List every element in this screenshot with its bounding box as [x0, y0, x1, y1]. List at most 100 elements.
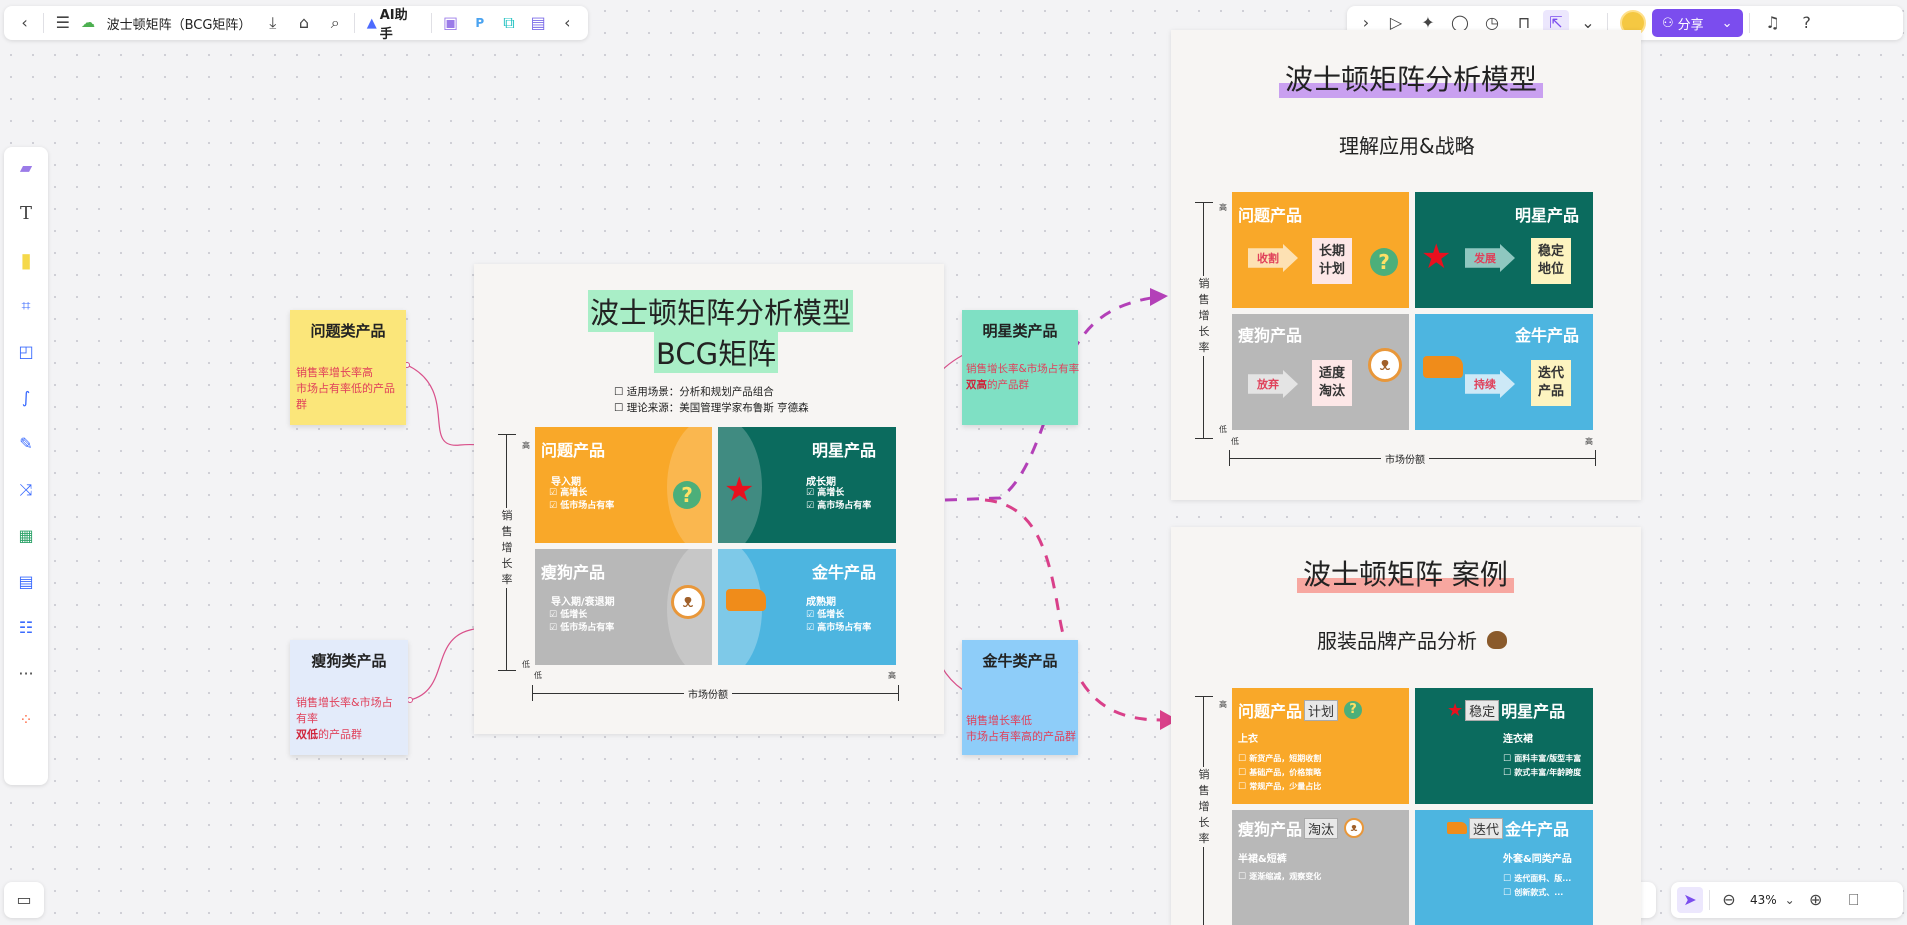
- list-item: 低增长: [806, 609, 871, 622]
- quadrant-dog[interactable]: 瘦狗产品 放弃 适度淘汰 ᴥ: [1232, 314, 1409, 430]
- comment-icon[interactable]: ◯: [1451, 13, 1469, 32]
- list-item: 新货产品，短期收割: [1238, 752, 1321, 766]
- collapse-icon[interactable]: ‹: [564, 13, 571, 32]
- mindmap-icon[interactable]: ⤨: [19, 480, 33, 499]
- quadrant-star[interactable]: ★ 稳定 明星产品 连衣裙 面料丰富/版型丰富 款式丰富/年龄跨度: [1415, 688, 1593, 804]
- minimap-icon: ▭: [16, 890, 32, 909]
- zoom-in-icon[interactable]: ⊕: [1808, 890, 1823, 909]
- shape-icon[interactable]: ◰: [18, 342, 34, 361]
- strategy-box: 适度淘汰: [1312, 360, 1352, 406]
- quadrant-stage: 导入期: [551, 477, 581, 488]
- case-title: 波士顿矩阵 案例: [1297, 553, 1514, 593]
- check-item-2: 理论来源：美国管理学家布鲁斯 亨德森: [614, 400, 809, 416]
- bell-icon[interactable]: ♫: [1765, 13, 1780, 32]
- help-icon[interactable]: ?: [1802, 13, 1811, 32]
- list-icon[interactable]: ☷: [18, 618, 34, 637]
- sticky-line: 销售率增长率高: [296, 366, 373, 379]
- question-icon: ?: [673, 481, 701, 509]
- expand-icon[interactable]: ›: [1362, 13, 1370, 32]
- main-title-1: 波士顿矩阵分析模型: [588, 290, 854, 332]
- quadrant-list: 逐渐缩减，观察变化: [1238, 870, 1321, 884]
- quadrant-dog[interactable]: 瘦狗产品 导入期/衰退期 低增长 低市场占有率 ᴥ: [535, 549, 712, 665]
- sticky-bold: 双高: [966, 379, 987, 391]
- search-icon[interactable]: ⌕: [330, 13, 340, 32]
- sticky-note-icon[interactable]: ▮: [20, 248, 32, 272]
- list-item: 高增长: [549, 487, 614, 500]
- case-card[interactable]: 波士顿矩阵 案例 服装品牌产品分析 销售增长率 高 问题产品 计划 ? 上衣 新…: [1171, 527, 1641, 925]
- menu-icon[interactable]: ☰: [55, 13, 70, 32]
- sticky-question-products[interactable]: 问题类产品 销售率增长率高 市场占有率低的产品群: [290, 310, 406, 425]
- quadrant-question[interactable]: 问题产品 计划 ? 上衣 新货产品，短期收割 基础产品，价格策略 常规产品，少量…: [1232, 688, 1409, 804]
- quadrant-question[interactable]: 问题产品 收割 长期计划 ?: [1232, 192, 1409, 308]
- x-axis-cap-right: [898, 685, 899, 701]
- p-plugin-icon[interactable]: P: [475, 16, 485, 30]
- quadrant-title: 金牛产品: [1514, 326, 1579, 345]
- comment-plugin-icon[interactable]: ▤: [530, 13, 546, 32]
- minimap-toggle[interactable]: ▭: [4, 882, 44, 918]
- sticky-dog-products[interactable]: 瘦狗类产品 销售增长率&市场占有率 双低的产品群: [290, 640, 408, 755]
- text-tool-icon[interactable]: T: [19, 203, 32, 224]
- quadrant-star[interactable]: 明星产品 成长期 高增长 高市场占有率 ★: [718, 427, 896, 543]
- list-item: 逐渐缩减，观察变化: [1238, 870, 1321, 884]
- play-icon[interactable]: ▷: [1389, 13, 1403, 32]
- strategy-card[interactable]: 波士顿矩阵分析模型 理解应用&战略 销售增长率 高 低 低 高 市场份额 问题产…: [1171, 30, 1641, 500]
- question-icon: ?: [1370, 248, 1398, 276]
- sticky-text: 销售增长率&市场占有率 双低的产品群: [290, 695, 408, 743]
- quadrant-title: 瘦狗产品: [1238, 820, 1303, 839]
- zoom-bar: ➤ ⊖ 43% ⌄ ⊕ ⎕: [1671, 882, 1903, 918]
- y-axis-label: 销售增长率: [500, 508, 514, 588]
- more-icon[interactable]: ···: [18, 664, 34, 683]
- pen-icon[interactable]: ✎: [19, 434, 33, 453]
- select-cursor-icon[interactable]: ➤: [1677, 887, 1703, 913]
- zoom-out-icon[interactable]: ⊖: [1722, 890, 1736, 909]
- y-high-label: 高: [1219, 700, 1227, 709]
- more-down-icon[interactable]: ⌄: [1581, 13, 1595, 32]
- quadrant-dog[interactable]: 瘦狗产品 淘汰 ᴥ 半裙&短裤 逐渐缩减，观察变化: [1232, 810, 1409, 925]
- quadrant-question[interactable]: 问题产品 导入期 高增长 低市场占有率 ?: [535, 427, 712, 543]
- quadrant-title: 问题产品: [541, 441, 606, 460]
- list-item: 常规产品，少量占比: [1238, 780, 1321, 794]
- x-axis-cap-left: [532, 685, 533, 701]
- celebrate-icon[interactable]: ✦: [1421, 13, 1435, 32]
- x-axis-cap-right: [1595, 450, 1596, 466]
- action-arrow: 持续: [1465, 370, 1515, 398]
- timer-icon[interactable]: ◷: [1485, 13, 1499, 32]
- ai-assistant-button[interactable]: ▲ AI助手: [367, 4, 419, 42]
- tag-icon[interactable]: ⌂: [298, 13, 310, 32]
- flow-plugin-icon[interactable]: ⧉: [503, 13, 515, 32]
- zoom-level[interactable]: 43%: [1750, 893, 1777, 907]
- chestnut-icon: [1487, 630, 1507, 649]
- strategy-box: 稳定地位: [1531, 238, 1571, 284]
- main-bcg-card[interactable]: 波士顿矩阵分析模型 BCG矩阵 适用场景：分析和规划产品组合 理论来源：美国管理…: [474, 264, 944, 734]
- vote-icon[interactable]: ⊓: [1517, 13, 1531, 32]
- download-icon[interactable]: ⤓: [269, 13, 277, 32]
- table-icon[interactable]: ▦: [18, 526, 34, 545]
- action-label: 发展: [1474, 252, 1496, 265]
- share-dropdown-icon[interactable]: ⌄: [1721, 15, 1733, 31]
- sticky-star-products[interactable]: 明星类产品 销售增长率&市场占有率 双高的产品群: [962, 310, 1079, 425]
- zoom-dropdown-icon[interactable]: ⌄: [1784, 893, 1795, 907]
- quadrant-cow[interactable]: 金牛产品 成熟期 低增长 高市场占有率: [718, 549, 896, 665]
- quadrant-list: 低增长 低市场占有率: [549, 609, 614, 635]
- quadrant-cow[interactable]: 迭代 金牛产品 外套&同类产品 迭代面料、版... 创新款式、...: [1415, 810, 1593, 925]
- connector-icon[interactable]: ∫: [21, 388, 31, 407]
- back-icon[interactable]: ‹: [21, 13, 28, 32]
- case-subtitle-row: 服装品牌产品分析: [1317, 625, 1507, 654]
- share-button[interactable]: ⚇ 分享 ⌄: [1652, 9, 1743, 37]
- sticky-cow-products[interactable]: 金牛类产品 销售增长率低 市场占有率高的产品群: [962, 640, 1078, 755]
- template-icon[interactable]: ▰: [19, 158, 33, 177]
- apps-icon[interactable]: ⁘: [19, 710, 33, 729]
- quadrant-stage: 导入期/衰退期: [551, 597, 615, 608]
- strategy-subtitle: 理解应用&战略: [1339, 134, 1475, 158]
- sticky-bold: 双低: [296, 728, 318, 741]
- quadrant-title: 瘦狗产品: [541, 563, 606, 582]
- text-block-icon[interactable]: ▤: [18, 572, 34, 591]
- quadrant-category: 连衣裙: [1503, 734, 1533, 745]
- book-icon[interactable]: ⎕: [1848, 890, 1859, 909]
- doc-title[interactable]: 波士顿矩阵（BCG矩阵）...: [106, 17, 247, 33]
- quadrant-star[interactable]: 明星产品 ★ 发展 稳定地位: [1415, 192, 1593, 308]
- quadrant-cow[interactable]: 金牛产品 持续 迭代产品: [1415, 314, 1593, 430]
- list-item: 低市场占有率: [549, 622, 614, 635]
- image-plugin-icon[interactable]: ▣: [443, 13, 459, 32]
- frame-icon[interactable]: ⌗: [21, 296, 31, 315]
